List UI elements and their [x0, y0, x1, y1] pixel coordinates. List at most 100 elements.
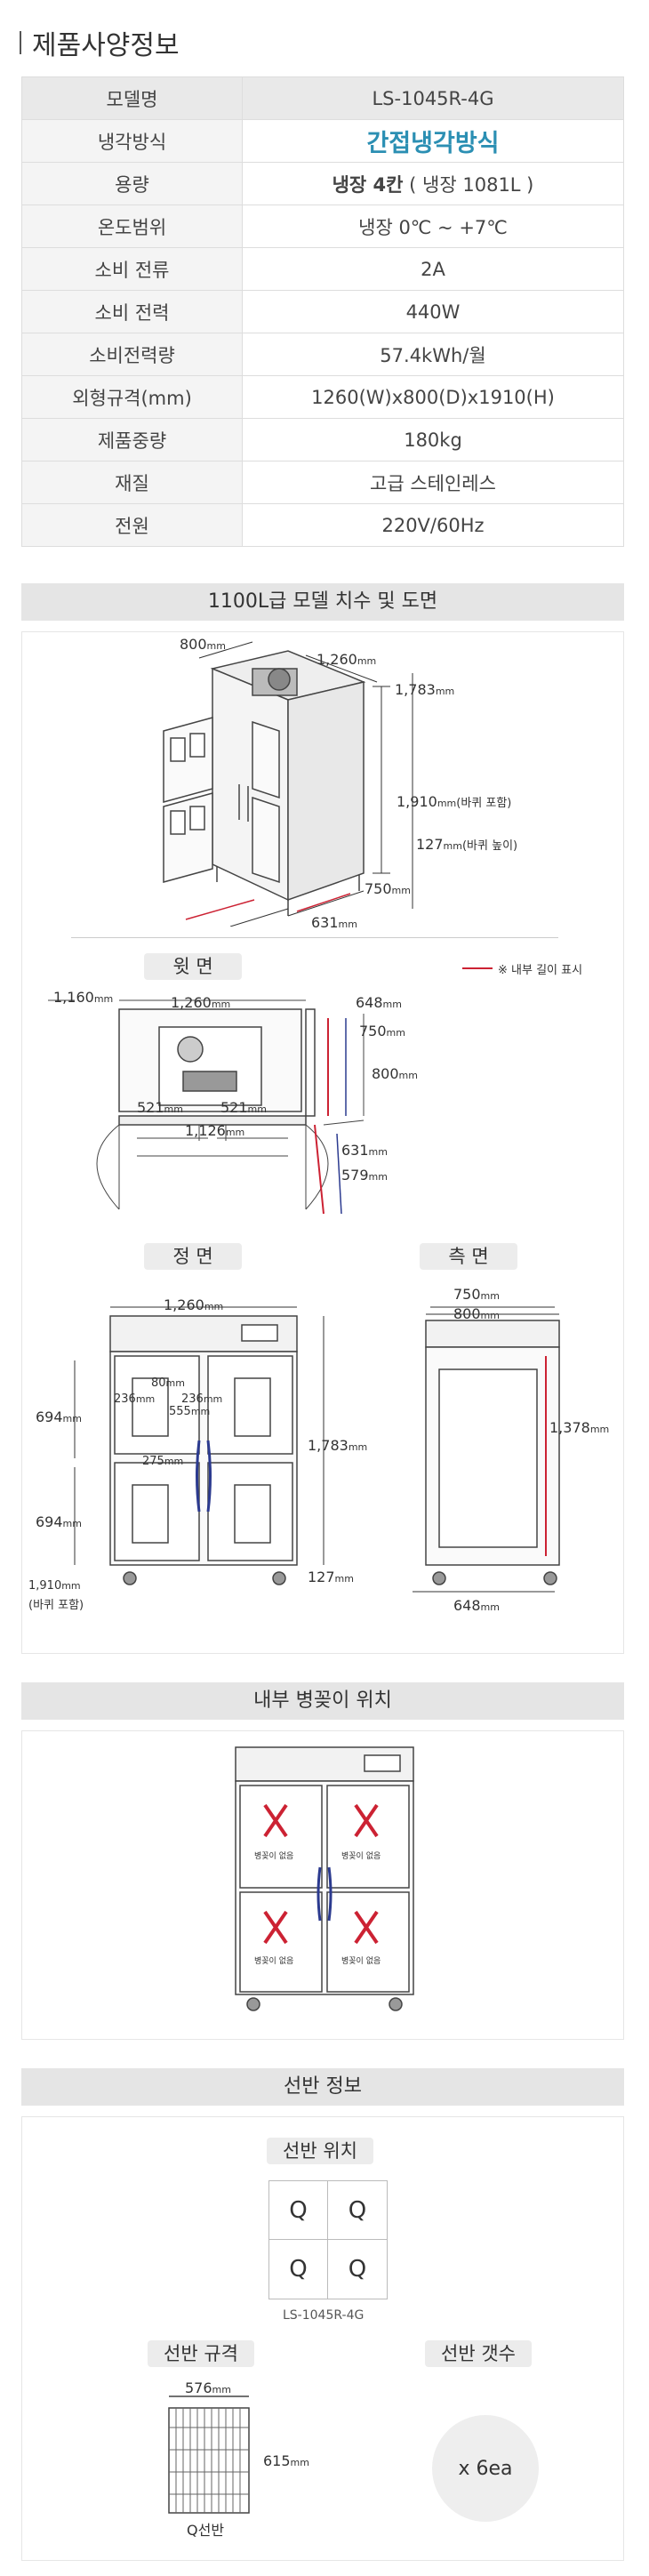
spec-value: 440W — [242, 290, 624, 333]
shelf-drawing — [168, 2395, 250, 2514]
shelf-cell: Q — [269, 2240, 328, 2299]
iso-dim-1260: 1,260mm — [316, 651, 377, 668]
legend-note: ※ 내부 길이 표시 — [498, 964, 583, 977]
front-dim-1910-note: (바퀴 포함) — [28, 1599, 84, 1612]
top-dim-800: 800mm — [372, 1065, 418, 1082]
top-dim-1126: 1,126mm — [185, 1122, 245, 1139]
spec-key: 소비 전류 — [21, 247, 243, 291]
spec-key: 소비 전력 — [21, 290, 243, 333]
shelf-grid: Q Q Q Q — [268, 2180, 388, 2299]
spec-value-rest: ( 냉장 1081L ) — [403, 173, 534, 196]
top-dim-631: 631mm — [341, 1142, 388, 1159]
spec-value: 고급 스테인레스 — [242, 461, 624, 504]
shelf-count-circle: x 6ea — [432, 2415, 539, 2522]
spec-value: 57.4kWh/월 — [242, 333, 624, 376]
shelf-dim-576: 576mm — [185, 2379, 231, 2396]
divider — [71, 937, 558, 938]
shelf-name: Q선반 — [187, 2522, 225, 2539]
side-dim-1378: 1,378mm — [549, 1419, 610, 1436]
top-view-label: 윗 면 — [144, 953, 242, 980]
iso-dim-750: 750mm — [365, 880, 411, 897]
iso-dim-127: 127mm(바퀴 높이) — [416, 836, 518, 853]
front-dim-236b: 236mm — [181, 1392, 223, 1406]
front-dim-1910: 1,910mm — [28, 1579, 81, 1593]
bottle-note-3: 병꽂이 없음 — [254, 1957, 294, 1966]
spec-key: 냉각방식 — [21, 119, 243, 163]
side-dim-750: 750mm — [453, 1286, 500, 1303]
front-dim-555: 555mm — [169, 1405, 211, 1418]
heading-bar — [20, 31, 21, 54]
front-view-drawing — [74, 1306, 560, 1593]
spec-value: 2A — [242, 247, 624, 291]
top-dim-750: 750mm — [359, 1023, 405, 1039]
spec-value: LS-1045R-4G — [242, 76, 624, 120]
section-heading: 제품사양정보 — [20, 25, 180, 61]
top-view-drawing — [48, 999, 365, 1215]
spec-value: 1260(W)x800(D)x1910(H) — [242, 375, 624, 419]
spec-row: 외형규격(mm)1260(W)x800(D)x1910(H) — [21, 375, 624, 419]
bottle-section-title: 내부 병꽂이 위치 — [21, 1682, 624, 1720]
spec-value: 냉장 4칸 ( 냉장 1081L ) — [242, 162, 624, 205]
bottle-note-2: 병꽂이 없음 — [341, 1852, 381, 1861]
iso-dim-1910: 1,910mm(바퀴 포함) — [397, 793, 512, 810]
top-dim-1260: 1,260mm — [171, 994, 231, 1011]
front-dim-127: 127mm — [308, 1569, 354, 1585]
top-dim-1160: 1,160mm — [53, 989, 114, 1006]
front-dim-694a: 694mm — [36, 1408, 82, 1425]
shelf-section-title: 선반 정보 — [21, 2068, 624, 2106]
top-dim-521a: 521mm — [137, 1099, 183, 1116]
spec-value: 180kg — [242, 418, 624, 461]
shelf-position-label: 선반 위치 — [267, 2138, 373, 2164]
shelf-spec-label: 선반 규격 — [148, 2340, 254, 2367]
front-dim-694b: 694mm — [36, 1513, 82, 1530]
side-dim-648: 648mm — [453, 1597, 500, 1614]
spec-key: 전원 — [21, 503, 243, 547]
shelf-cell: Q — [348, 2256, 367, 2283]
top-dim-579: 579mm — [341, 1167, 388, 1184]
top-dim-648: 648mm — [356, 994, 402, 1011]
front-dim-1783: 1,783mm — [308, 1437, 368, 1454]
front-dim-236: 236mm — [114, 1392, 156, 1406]
front-dim-80: 80mm — [151, 1376, 185, 1390]
iso-dim-631: 631mm — [311, 914, 357, 931]
iso-dim-1783: 1,783mm — [395, 681, 455, 698]
top-dim-521b: 521mm — [220, 1099, 267, 1116]
isometric-drawing — [163, 641, 413, 927]
bottle-drawing — [235, 1746, 414, 2011]
spec-key: 외형규격(mm) — [21, 375, 243, 419]
front-dim-275: 275mm — [142, 1455, 184, 1468]
shelf-count: x 6ea — [458, 2457, 513, 2480]
side-view-label: 측 면 — [420, 1243, 517, 1270]
bottle-note-4: 병꽂이 없음 — [341, 1957, 381, 1966]
front-dim-1260: 1,260mm — [164, 1296, 224, 1313]
spec-value: 간접냉각방식 — [242, 119, 624, 163]
spec-key: 재질 — [21, 461, 243, 504]
shelf-cell: Q — [328, 2181, 387, 2240]
spec-key: 제품중량 — [21, 418, 243, 461]
iso-dim-800: 800mm — [180, 636, 226, 653]
front-view-label: 정 면 — [144, 1243, 242, 1270]
legend-line — [462, 967, 493, 969]
shelf-count-label: 선반 갯수 — [425, 2340, 532, 2367]
spec-key: 온도범위 — [21, 205, 243, 248]
shelf-model: LS-1045R-4G — [283, 2308, 365, 2323]
bottle-note-1: 병꽂이 없음 — [254, 1852, 294, 1861]
drawing-section-title: 1100L급 모델 치수 및 도면 — [21, 583, 624, 621]
spec-key: 용량 — [21, 162, 243, 205]
spec-value-bold: 냉장 4칸 — [332, 173, 404, 196]
page-title: 제품사양정보 — [32, 30, 180, 61]
spec-value: 냉장 0℃ ~ +7℃ — [242, 205, 624, 248]
shelf-cell: Q — [269, 2181, 328, 2240]
side-dim-800: 800mm — [453, 1305, 500, 1322]
